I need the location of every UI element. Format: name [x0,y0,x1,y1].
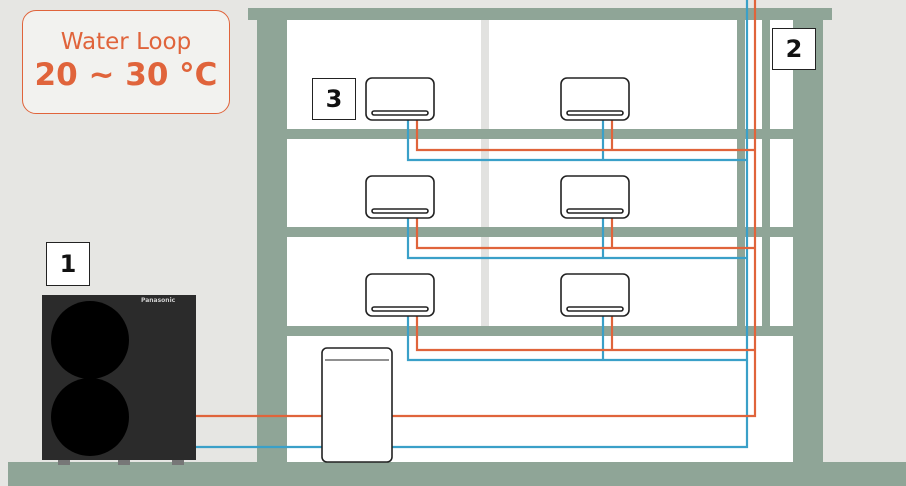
indoor-unit [365,77,435,121]
label-outdoor-unit: 1 [46,242,90,286]
water-loop-callout: Water Loop 20 ~ 30 °C [22,10,230,114]
hot-branch-f3-left [415,120,755,152]
lower-fan-icon [51,378,129,456]
floor-slab-1 [285,129,793,139]
unit-foot [58,460,70,465]
unit-foot [172,460,184,465]
riser-shaft-wall-right [762,18,770,330]
indoor-unit [560,77,630,121]
cold-branch-f2-left [406,218,747,260]
floor-slab-2 [285,227,793,237]
indoor-unit [365,273,435,317]
ground [8,462,906,486]
hot-pipe-riser [392,0,757,418]
right-wall [793,18,823,464]
building-structure [8,8,906,486]
indoor-unit [560,273,630,317]
indoor-units [365,77,630,317]
floor-slab-3 [285,326,793,336]
water-loop-temperature: 20 ~ 30 °C [34,57,218,93]
cold-branch-f1-left [406,316,747,362]
outdoor-heat-pump [42,295,196,465]
water-loop-title: Water Loop [60,29,192,55]
roof-slab [248,8,832,20]
buffer-tank [321,347,393,463]
indoor-unit [365,175,435,219]
label-indoor-unit: 3 [312,78,356,120]
hot-pipes [196,0,757,418]
riser-shaft-wall-left [737,18,745,330]
cold-branch-f3-left [406,120,747,162]
unit-foot [118,460,130,465]
left-wall [257,18,287,464]
indoor-unit [560,175,630,219]
interior-partition [481,18,489,328]
hot-branch-f1-left [415,316,755,352]
upper-fan-icon [51,301,129,379]
hot-branch-f2-left [415,218,755,250]
label-riser-pipe: 2 [772,28,816,70]
outdoor-unit-brand: Panasonic [141,297,176,304]
